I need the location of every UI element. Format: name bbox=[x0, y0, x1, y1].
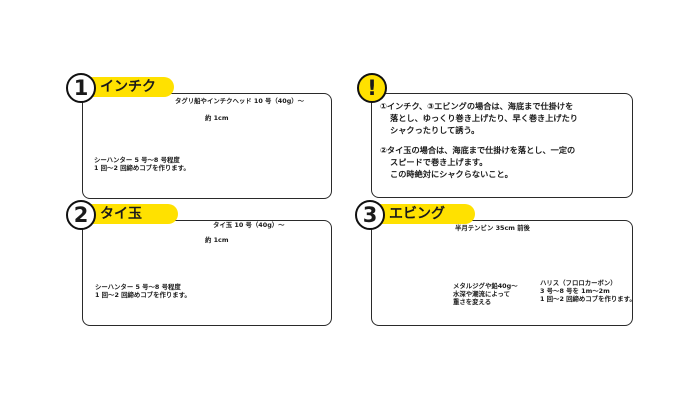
panel-inchiku bbox=[82, 93, 332, 199]
notice-line-2: 落とし、ゆっくり巻き上げたり、早く巻き上げたり bbox=[390, 113, 578, 123]
label-leader-title: ハリス（フロロカーボン） bbox=[540, 279, 617, 287]
panel-title-inchiku: インチク bbox=[84, 77, 174, 97]
notice-line-1: ①インチク、③エビングの場合は、海底まで仕掛けを bbox=[380, 101, 574, 111]
notice-line-5: スピードで巻き上げます。 bbox=[390, 157, 488, 167]
step-number-2: 2 bbox=[66, 200, 96, 230]
notice-mark: ! bbox=[357, 73, 387, 103]
step-number-1: 1 bbox=[66, 73, 96, 103]
label-leader-spec: 3 号～8 号を 1m～2m bbox=[540, 287, 610, 295]
label-line-spec-1: シーハンター 5 号～8 号程度 bbox=[94, 156, 180, 164]
label-knot-2: 1 回～2 回締めコブを作ります。 bbox=[95, 291, 191, 299]
notice-line-6: この時絶対にシャクらないこと。 bbox=[390, 169, 513, 179]
panel-title-ebing: エビング bbox=[373, 204, 475, 224]
label-jig-2: 水深や潮流によって bbox=[453, 290, 511, 298]
panel-tai-dama bbox=[82, 220, 332, 326]
label-tenbin: 半月テンビン 35cm 前後 bbox=[455, 224, 530, 232]
notice-line-4: ②タイ玉の場合は、海底まで仕掛けを落とし、一定の bbox=[380, 145, 576, 155]
label-jig-3: 重さを変える bbox=[453, 298, 492, 306]
notice-line-3: シャクったりして誘う。 bbox=[390, 125, 480, 135]
label-inchiku-head: タグリ船やインチクヘッド 10 号（40g）～ bbox=[175, 97, 305, 105]
label-knot-1: 1 回～2 回締めコブを作ります。 bbox=[94, 164, 190, 172]
label-gap-1: 約 1cm bbox=[205, 114, 229, 122]
label-tai-weight: タイ玉 10 号（40g）～ bbox=[213, 221, 285, 229]
step-number-3: 3 bbox=[355, 200, 385, 230]
label-leader-knot: 1 回～2 回締めコブを作ります。 bbox=[540, 295, 636, 303]
panel-notice bbox=[371, 93, 633, 198]
label-jig-1: メタルジグや鉛40g～ bbox=[453, 282, 518, 290]
panel-ebing bbox=[371, 220, 633, 326]
panel-title-tai-dama: タイ玉 bbox=[84, 204, 178, 224]
label-line-spec-2: シーハンター 5 号～8 号程度 bbox=[95, 283, 181, 291]
label-gap-2: 約 1cm bbox=[205, 236, 229, 244]
